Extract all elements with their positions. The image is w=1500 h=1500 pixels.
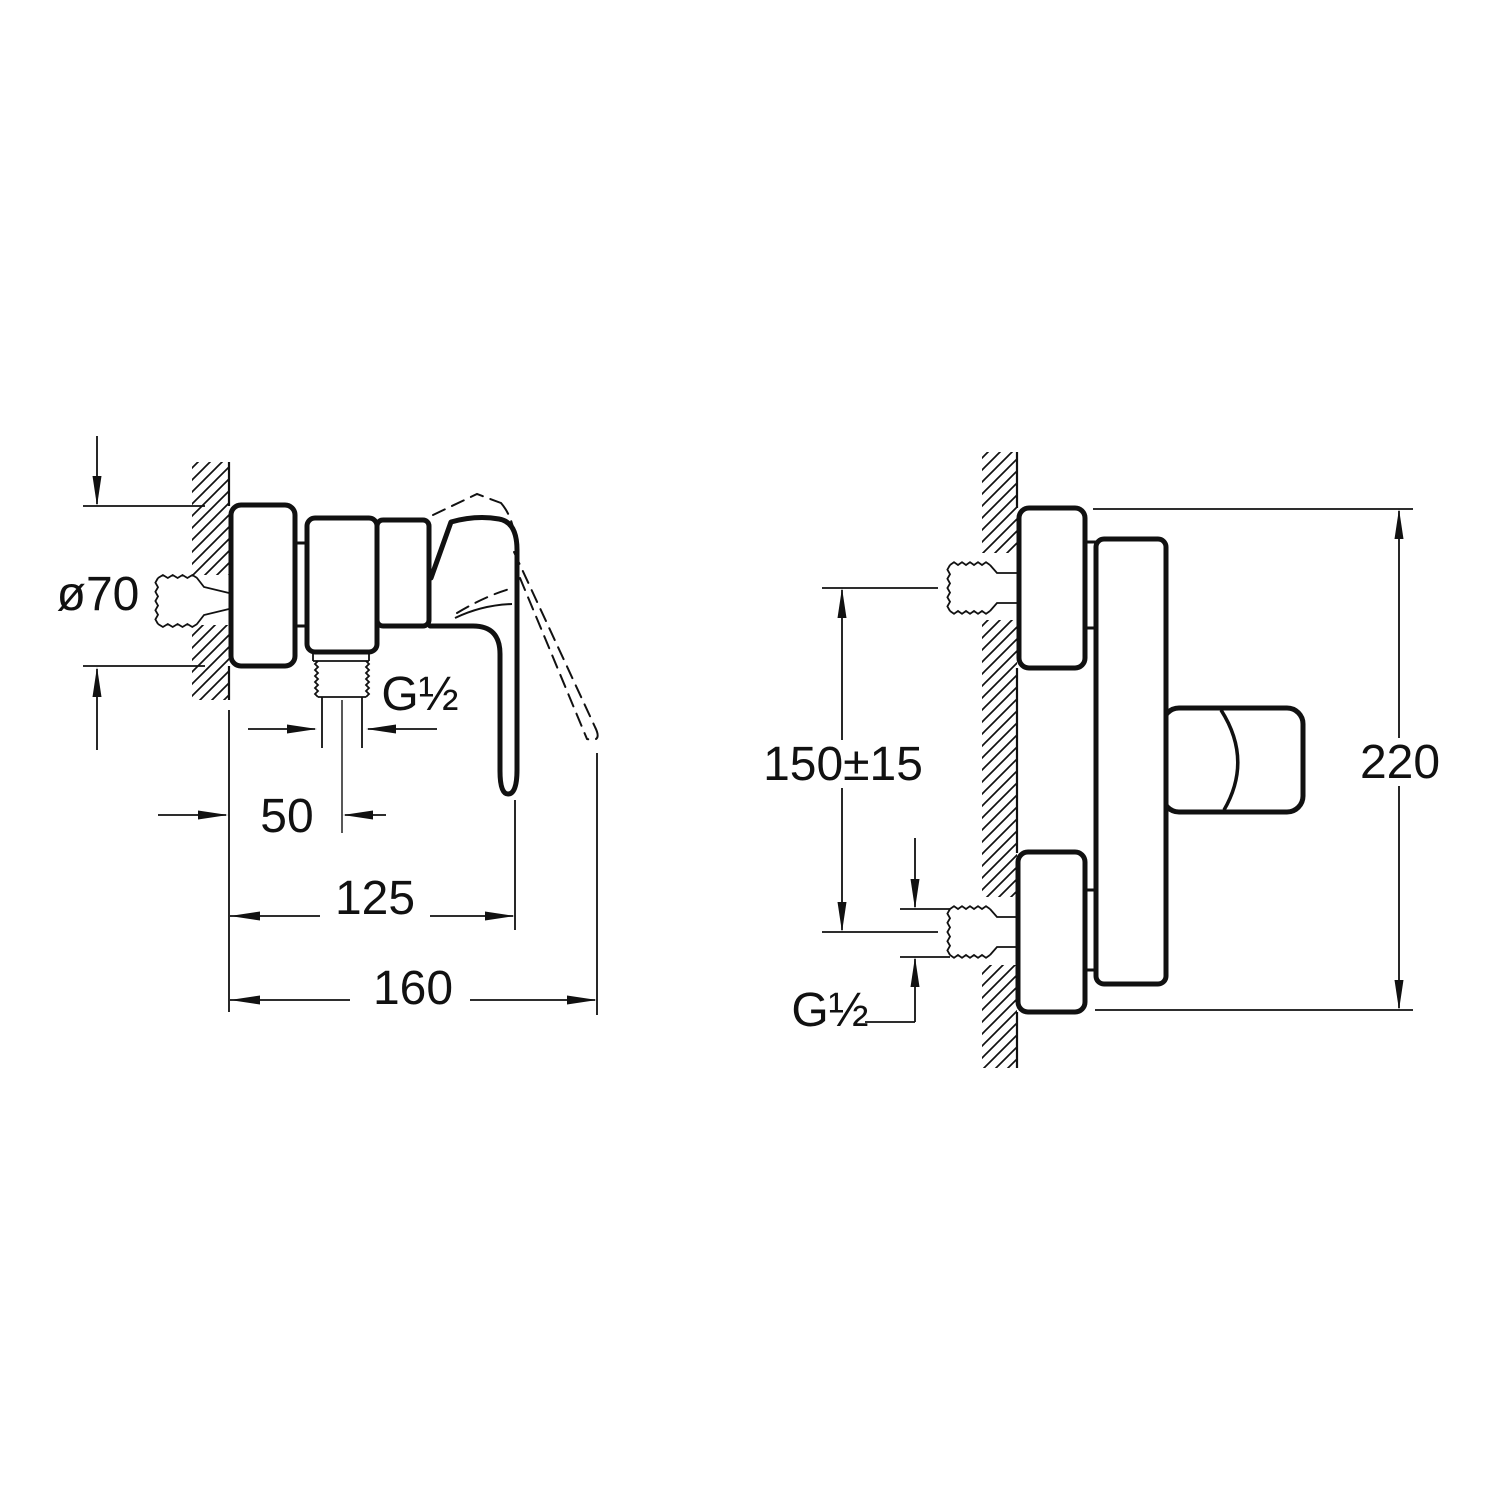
thread-end — [154, 577, 160, 625]
wall-hatch — [982, 620, 1017, 897]
dim-label-depth-125: 125 — [335, 872, 415, 925]
dim-wall-to-outlet: 50 — [158, 700, 386, 843]
thread-end — [946, 908, 952, 956]
escutcheon-bottom — [1015, 849, 1088, 1015]
thread-end — [946, 564, 952, 612]
arrowhead-down — [1394, 980, 1404, 1010]
dim-label-depth-50: 50 — [260, 790, 313, 843]
nipple-neck — [196, 577, 230, 625]
dim-label-outlet-thread: G½ — [381, 668, 458, 721]
handle-raised-position-dashed — [432, 492, 599, 741]
nipple-neck — [989, 564, 1017, 612]
dim-label-diameter: ø70 — [57, 568, 140, 621]
lever-handle-front — [1160, 705, 1306, 815]
thread-edge — [949, 561, 991, 567]
wall-section — [192, 462, 231, 700]
dim-label-height-220: 220 — [1360, 736, 1440, 789]
thread-edge — [949, 609, 991, 615]
outlet-pipe — [318, 696, 366, 748]
wall-section — [982, 452, 1019, 1068]
lever-handle — [427, 492, 599, 797]
dim-outlet-thread: G½ — [248, 668, 459, 734]
front-view-dimensions: 150±15 G½ 220 — [763, 508, 1440, 1037]
arrowhead-down — [92, 476, 102, 506]
handle-grip — [1160, 705, 1306, 815]
arrowhead-right — [287, 724, 317, 734]
arrowhead-up — [1394, 509, 1404, 539]
wall-hatch — [982, 452, 1017, 553]
handle-cone-curve — [1219, 709, 1240, 811]
dim-label-inlet-spacing: 150±15 — [763, 738, 923, 791]
escutcheons — [1015, 505, 1097, 1015]
dim-wall-to-handle-raised: 160 — [230, 753, 598, 1015]
arrowhead-up — [837, 588, 847, 618]
wall-hatch — [982, 965, 1017, 1068]
escutcheon-top — [1016, 505, 1088, 671]
dim-overall-height: 220 — [1093, 508, 1440, 1011]
dim-inlet-thread: G½ — [791, 838, 950, 1037]
dim-diameter: ø70 — [57, 436, 205, 750]
arrowhead-left — [343, 810, 373, 820]
body-column — [1093, 536, 1169, 987]
thread-edge — [157, 573, 198, 580]
thread-edge — [949, 905, 991, 911]
arrowhead-left — [230, 911, 260, 921]
mixer-body — [304, 515, 432, 655]
side-view-dimensions: ø70 50 G½ — [57, 436, 598, 1015]
escutcheon-flange — [228, 502, 298, 669]
escutcheon-necks — [1085, 540, 1097, 972]
inlet-nipple — [154, 573, 230, 629]
arrowhead-up — [92, 667, 102, 697]
arrowhead-right — [198, 810, 228, 820]
dim-wall-to-handle: 125 — [230, 800, 516, 930]
outlet-thread-edge — [364, 660, 371, 698]
side-view: ø70 50 G½ — [57, 436, 599, 1015]
wall-hatch — [192, 625, 229, 700]
thread-edge — [157, 622, 198, 629]
dim-label-depth-160: 160 — [373, 962, 453, 1015]
inlet-nipple-bottom — [946, 905, 1017, 959]
outlet-connection — [312, 652, 371, 748]
arrowhead-left — [366, 724, 396, 734]
cartridge-block — [374, 517, 432, 629]
outlet-thread-edge — [313, 660, 320, 698]
dim-label-inlet-thread: G½ — [791, 984, 868, 1037]
thread-edge — [949, 953, 991, 959]
body-block — [304, 515, 380, 655]
handle-outline — [427, 515, 520, 797]
arrowhead-up — [910, 957, 920, 987]
arrowhead-right — [485, 911, 515, 921]
outlet-collar — [312, 652, 370, 662]
handle-base-curve — [454, 603, 513, 619]
nipple-neck — [989, 908, 1017, 956]
arrowhead-down — [910, 879, 920, 909]
dim-inlet-spacing: 150±15 — [763, 587, 938, 933]
front-view: 150±15 G½ 220 — [763, 452, 1440, 1068]
escutcheon — [228, 502, 308, 669]
arrowhead-left — [230, 995, 260, 1005]
wall-hatch — [192, 462, 229, 575]
mixer-body-front — [1093, 536, 1169, 987]
arrowhead-right — [567, 995, 597, 1005]
inlet-nipple-top — [946, 561, 1017, 615]
arrowhead-down — [837, 902, 847, 932]
